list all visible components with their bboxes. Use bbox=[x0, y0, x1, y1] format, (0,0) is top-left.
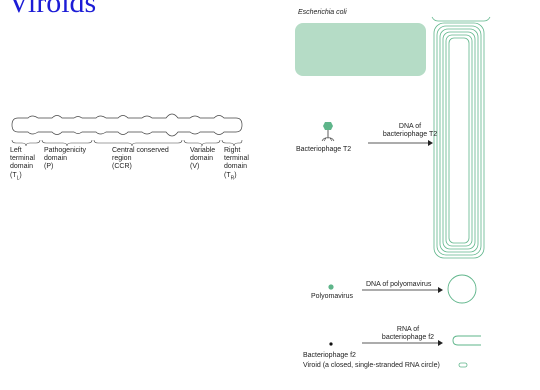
bacterial-dna-loop bbox=[431, 16, 491, 259]
viroid-caption: Viroid (a closed, single-stranded RNA ci… bbox=[303, 362, 440, 369]
arrowhead-polyoma bbox=[438, 287, 443, 293]
polyoma-dna-circle bbox=[447, 274, 477, 304]
ecoli-label: Escherichia coli bbox=[298, 9, 347, 16]
arrowhead-t2 bbox=[428, 140, 433, 146]
f2-name-label: Bacteriophage f2 bbox=[303, 352, 356, 359]
polyoma-name-label: Polyomavirus bbox=[311, 293, 354, 300]
domain-label-central-conserved: Central conserved region (CCR) bbox=[112, 147, 169, 171]
domain-label-left-terminal: Left terminal domain (TL) bbox=[10, 147, 35, 181]
polyoma-arrow-label: DNA of polyomavirus bbox=[366, 281, 432, 288]
bacteriophage-f2-icon bbox=[329, 342, 333, 346]
viroid-secondary-structure bbox=[11, 113, 243, 137]
f2-arrow-label: RNA of bacteriophage f2 bbox=[381, 326, 435, 342]
page-title: Viroids bbox=[8, 0, 97, 19]
domain-braces bbox=[11, 139, 243, 147]
domain-label-right-terminal: Right terminal domain (TR) bbox=[224, 147, 249, 181]
t2-arrow-label: DNA of bacteriophage T2 bbox=[382, 123, 438, 139]
domain-label-pathogenicity: Pathogenicity domain (P) bbox=[44, 147, 87, 171]
viroid-circle-icon bbox=[458, 362, 468, 368]
polyomavirus-icon bbox=[328, 284, 334, 290]
bacteriophage-t2-icon bbox=[321, 122, 335, 142]
domain-label-variable: Variable domain (V) bbox=[190, 147, 216, 171]
t2-name-label: Bacteriophage T2 bbox=[296, 146, 352, 153]
ecoli-cell bbox=[295, 23, 426, 76]
arrowhead-f2 bbox=[438, 340, 443, 346]
f2-rna-strand bbox=[452, 335, 481, 346]
